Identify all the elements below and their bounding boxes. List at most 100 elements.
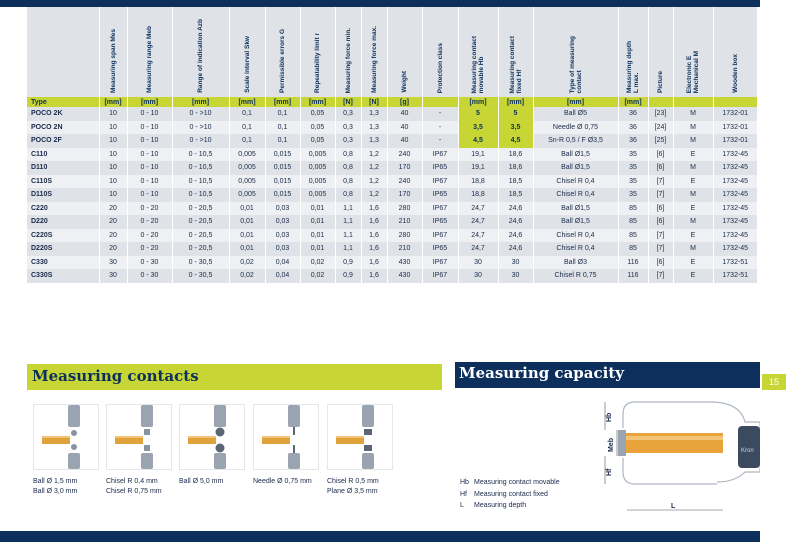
table-cell: IP65 (421, 215, 458, 229)
table-cell: 210 (386, 215, 422, 229)
table-cell: M (672, 161, 713, 175)
table-cell: 1,6 (360, 242, 387, 256)
column-header-label: Measuring depth L max. (626, 40, 640, 93)
table-cell: 0,005 (228, 147, 265, 161)
table-cell: 0 - 20 (126, 215, 172, 229)
table-cell: 1732-45 (712, 242, 757, 256)
table-cell: 0,1 (228, 107, 265, 121)
table-cell: 0 - 30 (126, 269, 172, 283)
table-cell: 0,005 (228, 161, 265, 175)
unit-cell: [N] (360, 97, 387, 107)
table-cell: Sn-R 0,5 / F Ø3,5 (532, 134, 618, 148)
table-cell: 0,8 (334, 188, 361, 202)
row-type-cell: D110 (27, 161, 99, 175)
lower-jaw-outline (622, 458, 717, 485)
table-cell: 30 (497, 269, 533, 283)
table-cell: 0,01 (299, 215, 335, 229)
unit-cell: [N] (334, 97, 361, 107)
table-cell: 1732-51 (712, 269, 757, 283)
table-cell: [24] (647, 120, 673, 134)
column-header-label: Measuring contact fixed Hf (508, 35, 523, 93)
column-header: Weight (386, 7, 422, 97)
column-header: Picture (647, 7, 673, 97)
table-cell: IP67 (421, 269, 458, 283)
table-cell: M (672, 215, 713, 229)
table-cell: 18,5 (497, 174, 533, 188)
row-type-cell: D110S (27, 188, 99, 202)
table-cell: 0 - 20,5 (171, 215, 229, 229)
table-cell: 24,7 (457, 215, 498, 229)
table-cell: 0,3 (334, 107, 361, 121)
table-cell: 1732-45 (712, 228, 757, 242)
table-cell: M (672, 134, 713, 148)
table-cell: Ball Ø1,5 (532, 201, 618, 215)
table-cell: 0 - 20,5 (171, 228, 229, 242)
table-cell: 36 (617, 120, 648, 134)
table-cell: 30 (98, 269, 127, 283)
table-cell: 35 (617, 147, 648, 161)
table-cell: [6] (647, 161, 673, 175)
table-cell: IP67 (421, 174, 458, 188)
table-cell: M (672, 188, 713, 202)
column-header-label: Picture (657, 70, 664, 93)
table-cell: 10 (98, 161, 127, 175)
measuring-contacts-title: Measuring contacts (32, 367, 199, 385)
table-cell: [6] (647, 215, 673, 229)
column-header-label: Repeatability limit r (314, 33, 321, 93)
contact-image-ball (33, 404, 99, 470)
table-cell: 0,01 (299, 228, 335, 242)
contact-caption: Ball Ø 5,0 mm (179, 478, 224, 485)
column-header (27, 7, 99, 97)
row-type-cell: C220 (27, 201, 99, 215)
table-cell: 0,02 (299, 269, 335, 283)
measuring-contacts-header: Measuring contacts (27, 364, 442, 390)
table-cell: 0,01 (228, 242, 265, 256)
table-cell: 19,1 (457, 147, 498, 161)
table-cell: E (672, 228, 713, 242)
table-cell: 0 - 10 (126, 107, 172, 121)
legend-key: Hf (460, 490, 467, 498)
table-cell: 0 - >10 (171, 134, 229, 148)
table-cell: 0 - 20,5 (171, 242, 229, 256)
table-cell: 10 (98, 120, 127, 134)
table-cell: IP65 (421, 242, 458, 256)
table-cell: 430 (386, 269, 422, 283)
table-cell: Ball Ø1,5 (532, 147, 618, 161)
table-cell: 1732-01 (712, 120, 757, 134)
table-cell: 0,015 (264, 174, 300, 188)
column-header-label: Weight (401, 71, 408, 93)
legend-text: Measuring contact movable (474, 479, 560, 486)
table-cell: 0 - 30,5 (171, 269, 229, 283)
table-cell: 0,04 (264, 255, 300, 269)
workpiece-highlight (623, 436, 723, 440)
table-cell: 0,005 (299, 174, 335, 188)
table-cell: 20 (98, 242, 127, 256)
table-cell: Chisel R 0,4 (532, 174, 618, 188)
table-cell: 10 (98, 134, 127, 148)
table-cell: 0,8 (334, 147, 361, 161)
column-header: Permissible errors G (264, 7, 300, 97)
column-header: Measuring force min. (334, 7, 361, 97)
table-cell: 1,3 (360, 107, 387, 121)
table-cell: 18,6 (497, 147, 533, 161)
table-cell: 0,8 (334, 174, 361, 188)
table-cell: 0,015 (264, 188, 300, 202)
table-cell: 1732-01 (712, 107, 757, 121)
row-type-cell: C220S (27, 228, 99, 242)
unit-cell: [mm] (497, 97, 533, 107)
table-cell: 0,005 (228, 174, 265, 188)
table-cell: 0,05 (299, 107, 335, 121)
table-cell: 24,7 (457, 201, 498, 215)
table-cell: M (672, 120, 713, 134)
table-cell: 3,5 (497, 120, 533, 134)
row-type-cell: C110 (27, 147, 99, 161)
unit-cell: [mm] (299, 97, 335, 107)
table-cell: 1732-45 (712, 161, 757, 175)
table-cell: 5 (497, 107, 533, 121)
table-cell: 40 (386, 120, 422, 134)
